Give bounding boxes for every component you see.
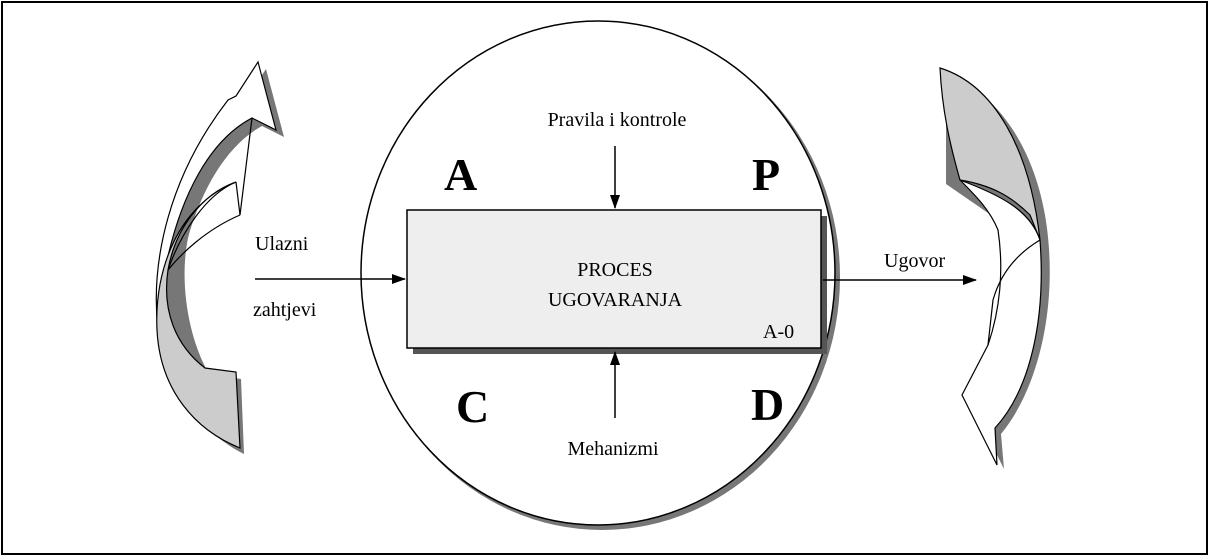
right-cycle-arrow-lower: [959, 179, 1042, 466]
input-label-line2: zahtjevi: [253, 299, 317, 321]
left-cycle-arrow-edge: [167, 214, 241, 271]
process-box: [406, 209, 822, 349]
mechanism-label: Mehanizmi: [567, 438, 659, 460]
quadrant-bottom-right: D: [751, 379, 784, 430]
right-cycle-arrow-upper: [939, 67, 1041, 241]
right-cycle-arrow-edge: [987, 239, 1041, 346]
left-cycle-arrow-lower: [156, 181, 241, 449]
quadrant-bottom-left: C: [456, 381, 489, 432]
process-label-line1: PROCES: [577, 259, 653, 281]
quadrant-top-right: P: [752, 149, 780, 200]
quadrant-top-left: A: [444, 149, 477, 200]
process-label-line2: UGOVARANJA: [548, 289, 683, 311]
input-label-line1: Ulazni: [255, 233, 309, 255]
control-label: Pravila i kontrole: [548, 109, 687, 131]
output-label: Ugovor: [884, 250, 945, 272]
node-id: A-0: [763, 321, 794, 343]
